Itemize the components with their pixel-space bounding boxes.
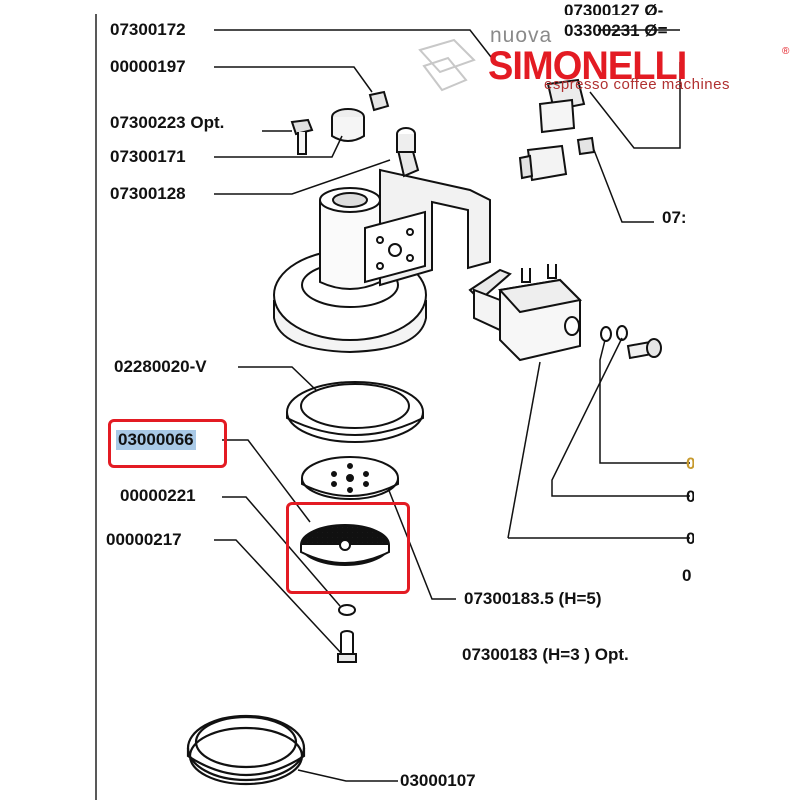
label-07300183-opt: 07300183 (H=3 ) Opt. xyxy=(462,645,629,664)
label-07300128: 07300128 xyxy=(110,184,186,203)
shower-screen xyxy=(300,524,390,566)
label-00000197: 00000197 xyxy=(110,57,186,76)
highlight-box-part-number xyxy=(108,419,227,468)
label-07300172: 07300172 xyxy=(110,20,186,39)
group-head-housing xyxy=(273,127,491,354)
label-00000221: 00000221 xyxy=(120,486,196,505)
label-partial-0-c: 0 xyxy=(686,529,694,548)
shower-holder-plate xyxy=(301,456,399,500)
leader-lines xyxy=(214,29,690,782)
label-03000107: 03000107 xyxy=(400,771,476,790)
small-fittings xyxy=(290,78,596,182)
label-07300171: 07300171 xyxy=(110,147,186,166)
label-partial-0-b: 0 xyxy=(686,487,694,506)
label-07300127-partial: 07300127 Ø- xyxy=(564,1,664,15)
brand-logo-name: SIMONELLI xyxy=(488,44,687,88)
label-02280020-v: 02280020-V xyxy=(114,357,207,376)
label-07300183-5: 07300183.5 (H=5) xyxy=(464,589,602,608)
label-03000066-highlighted: 03000066 xyxy=(116,430,196,450)
filter-holder-gasket xyxy=(186,714,306,786)
brand-logo-tagline: espresso coffee machines xyxy=(544,76,730,93)
brand-logo: nuova SIMONELLI ® espresso coffee machin… xyxy=(486,10,800,100)
label-partial-0-a: 0 xyxy=(686,454,694,473)
solenoid-valve xyxy=(468,264,662,362)
label-partial-0-d: 0 xyxy=(682,566,692,585)
watermark-logo-icon xyxy=(418,38,476,92)
label-07-partial: 07: xyxy=(662,208,687,227)
label-00000217: 00000217 xyxy=(106,530,182,549)
washer-part xyxy=(338,604,356,616)
brand-logo-prefix: nuova xyxy=(490,24,553,47)
shower-screw xyxy=(337,630,357,663)
group-gasket-ring xyxy=(286,381,424,443)
highlight-box-shower-screen xyxy=(286,502,410,594)
label-07300223-opt: 07300223 Opt. xyxy=(110,113,225,132)
brand-logo-registered: ® xyxy=(782,46,790,57)
label-03300231: 03300231 Ø= xyxy=(564,21,668,40)
